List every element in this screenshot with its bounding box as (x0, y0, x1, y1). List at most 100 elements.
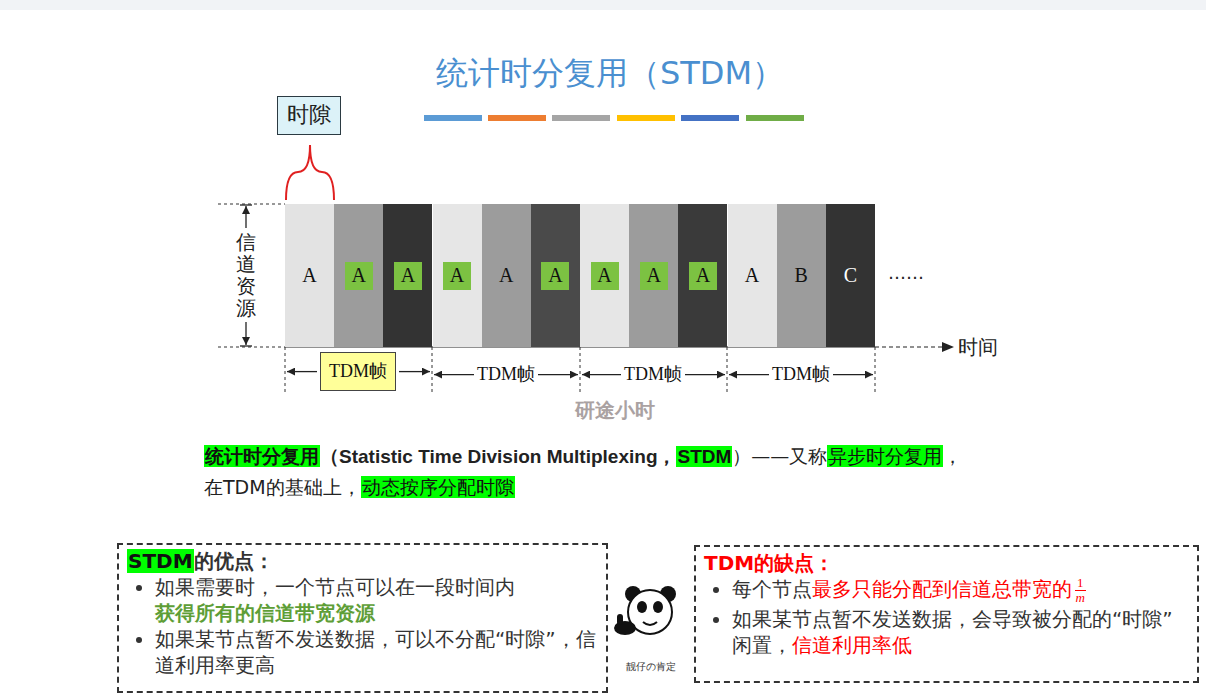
data-marker: A (541, 262, 569, 290)
time-slot: A (580, 204, 629, 347)
frame-arrow (729, 374, 769, 375)
time-slot: A (334, 204, 383, 347)
node-text: 的优点： (194, 549, 274, 573)
intro-paragraph: 统计时分复用（Statistic Time Division Multiplex… (204, 443, 962, 471)
frame-boundary (285, 347, 286, 392)
axis-arrowhead (942, 342, 954, 352)
node-text: A (548, 264, 562, 287)
highlight-term: 异步时分复用 (827, 445, 943, 467)
axis-label: 信道资源 (236, 231, 256, 319)
bullet-item: 每个节点最多只能分配到信道总带宽的1m (732, 576, 1189, 606)
frame-boundary (727, 347, 728, 392)
frame-arrow (287, 371, 317, 372)
paragraph-text: ， (943, 445, 962, 467)
node-text: m (1076, 591, 1085, 605)
slot-bracket (286, 145, 334, 200)
time-slot: A (629, 204, 678, 347)
color-bar (488, 115, 546, 121)
paragraph-text: 在TDM的基础上， (204, 476, 361, 498)
node-text: 1 (1075, 576, 1086, 591)
time-slot: B (777, 204, 826, 347)
bullet-list: 如果需要时，一个节点可以在一段时间内获得所有的信道带宽资源如果某节点暂不发送数据… (127, 574, 598, 678)
panda-meme (614, 586, 676, 635)
resource-arrow (245, 206, 246, 228)
node-text: TDM的缺点： (704, 551, 834, 575)
node-text: A (401, 264, 415, 287)
node-text: 获得所有的信道带宽资源 (155, 600, 375, 626)
data-marker: A (640, 262, 668, 290)
node-text: TDM帧 (329, 361, 387, 381)
box-heading: STDM的优点： (127, 548, 598, 574)
frame-arrow (399, 371, 430, 372)
node-text: 时隙 (287, 102, 331, 127)
node-text: 如果某节点暂不发送数据，可以不分配“时隙”， (155, 627, 576, 651)
tick (240, 204, 252, 205)
time-slot: A (285, 204, 334, 347)
highlight-term: 动态按序分配时隙 (361, 476, 515, 498)
node-text: B (795, 264, 808, 287)
color-bar (681, 115, 739, 121)
node-text: A (499, 264, 513, 287)
time-slot: A (383, 204, 432, 347)
guide-line (218, 203, 285, 204)
node-text: A (597, 264, 611, 287)
data-marker: A (394, 262, 422, 290)
data-marker: A (345, 262, 373, 290)
tick (240, 345, 252, 346)
frame-boundary (580, 347, 581, 392)
panda-mouth (643, 622, 657, 625)
disadvantages-box: TDM的缺点：每个节点最多只能分配到信道总带宽的1m如果某节点暂不发送数据，会导… (694, 545, 1199, 683)
frame-arrow (685, 374, 725, 375)
time-slot: A (678, 204, 727, 347)
panda-eye (637, 601, 647, 613)
axis-label: 时间 (958, 334, 998, 361)
node-text: A (745, 264, 759, 287)
time-slot: C (826, 204, 875, 347)
node-text: A (450, 264, 464, 287)
node-text: A (696, 264, 710, 287)
node-text: 如果需要时，一个节点可以在一段时间内 (155, 575, 515, 599)
bullet-item: 如果某节点暂不发送数据，可以不分配“时隙”，信道利用率更高 (155, 626, 598, 678)
data-marker: A (443, 262, 471, 290)
box-heading: TDM的缺点： (704, 550, 1189, 576)
highlight-term: STDM (676, 446, 732, 467)
time-slot: A (728, 204, 777, 347)
paragraph-text: ）——又称 (732, 445, 827, 467)
intro-paragraph: 在TDM的基础上，动态按序分配时隙 (204, 474, 515, 501)
node-text: C (844, 264, 857, 287)
continuation-mark: …… (888, 262, 924, 283)
frame-label-box: TDM帧 (320, 352, 396, 391)
frame-arrow (538, 374, 578, 375)
page-title: 统计时分复用（STDM） (10, 52, 1206, 96)
frame-boundary (875, 347, 876, 392)
time-slot: A (482, 204, 531, 347)
top-band (0, 0, 1206, 10)
panda-eye (653, 601, 663, 613)
color-bar (617, 115, 675, 121)
bullet-list: 每个节点最多只能分配到信道总带宽的1m如果某节点暂不发送数据，会导致被分配的“时… (704, 576, 1189, 658)
color-bar (746, 115, 804, 121)
data-marker: A (689, 262, 717, 290)
node-text: 每个节点 (732, 577, 812, 601)
paragraph-text: （Statistic Time Division Multiplexing， (320, 446, 676, 467)
node-text: 信道利用率低 (792, 632, 912, 658)
fraction: 1m (1075, 576, 1086, 606)
data-marker: A (591, 262, 619, 290)
node-text: 最多只能分配到信道总带宽的 (812, 577, 1072, 601)
frame-label: TDM帧 (477, 362, 535, 387)
frame-arrow (582, 374, 621, 375)
node-text: A (352, 264, 366, 287)
frame-label: TDM帧 (772, 362, 830, 387)
node-text: A (302, 264, 316, 287)
resource-arrow (245, 322, 246, 345)
time-slot: A (531, 204, 580, 347)
meme-caption: 靓仔の肯定 (626, 660, 676, 674)
frame-label: TDM帧 (624, 362, 682, 387)
frame-arrow (833, 374, 873, 375)
node-text: STDM (127, 549, 194, 573)
bullet-item: 如果某节点暂不发送数据，会导致被分配的“时隙”闲置，信道利用率低 (732, 606, 1189, 658)
color-bar (552, 115, 610, 121)
color-bar (424, 115, 482, 121)
time-axis (875, 346, 946, 347)
watermark: 研途小时 (575, 397, 655, 424)
